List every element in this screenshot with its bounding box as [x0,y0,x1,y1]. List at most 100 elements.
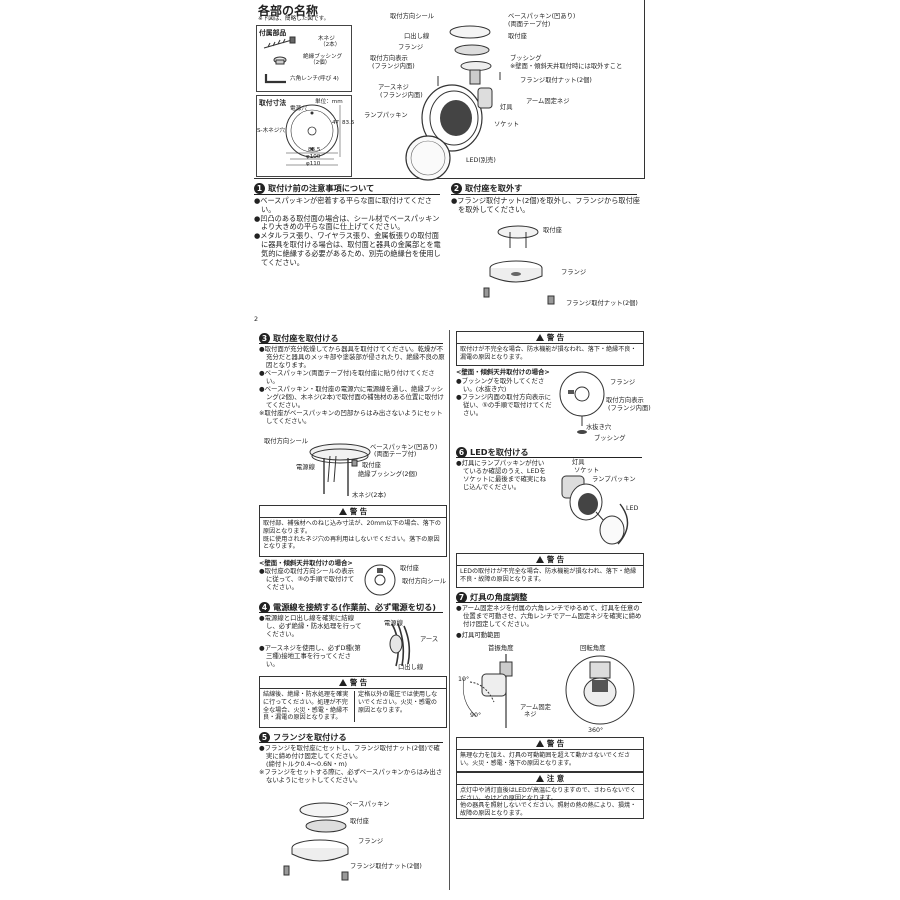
warning-triangle-icon [535,334,544,341]
dims-47: 47 [332,120,340,126]
s6-label-led: LED [626,505,639,512]
s7-arm-label-1: アーム固定 [520,704,551,711]
dims-phi100: φ100 [306,154,321,160]
label-direction-seal: 取付方向シール [390,13,435,20]
s7-rule [456,602,642,604]
s5-item-1: ●フランジを取付座にセットし、フランジ取付ナット(2個)で確実に締め付け固定して… [259,744,440,760]
s7-angle-90: 90° [470,712,482,719]
s7-warning-box: 警 告 無理な力を加え、灯具の可動範囲を超えて動かさないでください。火災・感電・… [456,737,644,772]
s2-drawing [483,225,555,305]
s7-caution-title: 注 意 [546,774,565,783]
s4-warning-left: 結線後、絶縁・防水処理を確実に行ってください。処理が不完全な場合、火災・感電・絶… [263,691,355,723]
s2-label-base: 取付座 [543,227,562,234]
parts-panel [254,0,645,179]
r1-wall-title: <壁面・傾斜天井取付けの場合> [456,368,550,376]
label-direction-mark: 取付方向表示 [370,55,408,62]
s6-warning-title: 警 告 [546,555,565,564]
s4-heading: 4 電源線を接続する(作業前、必ず電源を切る) [259,601,436,613]
s2-title: 取付座を取外す [465,183,523,193]
r1-label-mark: 取付方向表示 [606,397,644,404]
s3-body: ●取付面が充分乾燥してから器具を取付けてください。乾燥が不充分だと器具のメッキ部… [259,345,446,425]
s3-wall-label-base: 取付座 [400,565,419,572]
hex-wrench-icon [264,74,286,84]
s5-heading: 5 フランジを取付ける [259,731,347,743]
s3-label-power: 電源線 [296,464,315,471]
s7-item-1: ●アーム固定ネジを付属の六角レンチでゆるめて、灯具を任意の位置まで可動させ、六角… [456,604,642,628]
label-flange-nut: フランジ取付ナット(2個) [520,77,592,84]
label-flange: フランジ [398,44,424,51]
s4-body: ●電源線と口出し線を確実に結線し、必ず絶縁・防水処理を行ってください。 ●アース… [259,614,363,668]
r1-wall-item-1: ●ブッシングを取外してください。(水抜き穴) [456,377,545,393]
s7-rotate-label: 回転角度 [580,644,606,652]
s1-item-2: ●凹凸のある取付面の場合は、シール材でベースパッキンより大きめの平らな面に仕上げ… [254,213,440,232]
s2-label-nut: フランジ取付ナット(2個) [566,300,638,307]
s3-num: 3 [259,332,270,344]
s2-num: 2 [451,182,462,194]
s7-angle-360: 360° [588,727,604,734]
wood-screw-icon [263,36,296,49]
dims-screw-hole: S-木ネジ穴 [257,128,285,134]
r1-warning-body: 取付けが不完全な場合、防水機能が損なわれ、落下・絶縁不良・漏電の原因となります。 [460,346,637,361]
accessories-title: 付属部品 [259,29,287,37]
label-mount-base: 取付座 [508,33,527,40]
s3-drawing [309,443,371,496]
s6-drawing [561,475,629,545]
parts-note: ※下図は、簡略した図です。 [258,16,330,22]
label-earth-screw-inner: (フランジ内面) [380,92,423,99]
s4-num: 4 [259,601,270,613]
s2-rule [451,194,637,196]
s5-label-base: 取付座 [350,818,369,825]
s3-warning-body: 取付部、補強材へのねじ込み寸法が、20mm以下の場合、落下の原因となります。 既… [260,518,446,553]
s7-body: ●アーム固定ネジを付属の六角レンチでゆるめて、灯具を任意の位置まで可動させ、六角… [456,604,644,639]
s7-warning-title: 警 告 [546,739,565,748]
r1-label-drain: 水抜き穴 [586,424,612,431]
acc-screw-label: 木ネジ [318,36,335,42]
label-socket: ソケット [494,121,520,128]
s3-label-base: 取付座 [362,462,381,469]
warning-triangle-icon [338,508,347,515]
s3-rule [259,343,443,345]
dims-box [256,95,352,177]
s4-label-power: 電源線 [384,620,403,627]
r1-warning-bar: 警 告 [457,332,643,344]
dims-835-h: 83.5 [308,147,321,153]
s3-item-1: ●取付面が充分乾燥してから器具を取付けてください。乾燥が不充分だと器具のメッキ部… [259,345,445,369]
exploded-view-drawing [405,25,501,181]
s6-warning-body: LEDの取付けが不完全な場合、防水機能が損なわれ、落下・絶縁不良・故障の原因とな… [460,568,637,583]
s7-caution-body-2: 他の器具を照射しないでください。照射の熱の熱により、損焼・故障の原因となります。 [460,802,637,817]
label-lamp-packing: ランプパッキン [364,112,408,119]
s3-item-3: ●ベースパッキン・取付座の電源穴に電源線を通し、絶縁ブッシング(2個)、木ネジ(… [259,385,444,409]
s3-wall-drawing [364,564,396,596]
s4-label-earth: アース [420,636,439,643]
s6-heading: 6 LEDを取付ける [456,446,529,458]
label-lead-wire: 口出し線 [404,33,430,40]
label-bushing-note: ※壁面・傾斜天井取付時には取外すこと [510,63,623,70]
s6-warning-bar: 警 告 [457,554,643,566]
s4-rule [259,612,443,614]
s2-heading: 2 取付座を取外す [451,182,522,194]
label-arm-screw: アーム固定ネジ [526,98,570,105]
s4-label-lead: 口出し線 [398,664,424,671]
s3-wall-body: ●取付座の取付方向シールの表示に従って、③の手順で取付けてください。 [259,567,359,591]
s3-warning-1: 取付部、補強材へのねじ込み寸法が、20mm以下の場合、落下の原因となります。 [263,520,441,535]
r1-wall-item-2: ●フランジ内面の取付方向表示に従い、⑤の手順で取付けてください。 [456,393,552,417]
s4-title: 電源線を接続する(作業前、必ず電源を切る) [273,602,437,612]
s7-caution-body-1: 点灯中や消灯直後はLEDが高温になりますので、さわらないでください。やけどの原因… [460,787,637,802]
label-led: LED(別売) [466,157,496,164]
s7-angle-10: 10° [458,676,470,683]
s6-warning-box: 警 告 LEDの取付けが不完全な場合、防水機能が損なわれ、落下・絶縁不良・故障の… [456,553,644,588]
s3-warning-bar: 警 告 [260,506,446,518]
s4-drawing [389,623,411,667]
s3-warning-2: 既に使用されたネジ穴の再利用はしないでください。落下の原因となります。 [263,535,440,551]
s1-title: 取付け前の注意事項について [268,183,375,193]
s4-warning-box: 警 告 結線後、絶縁・防水処理を確実に行ってください。処理が不完全な場合、火災・… [259,676,447,728]
s1-body: ●ベースパッキンが密着する平らな面に取付けてください。 ●凹凸のある取付面の場合… [254,196,444,267]
dims-drawing [285,104,341,166]
s6-num: 6 [456,446,467,458]
warning-triangle-icon [535,740,544,747]
s3-item-4: ※取付座がベースパッキンの凹部からはみ出さないようにセットしてください。 [259,409,443,425]
bushing-icon [273,56,287,65]
s7-caution-box-2: 他の器具を照射しないでください。照射の熱の熱により、損焼・故障の原因となります。 [456,799,644,819]
accessories-drawing [263,36,296,84]
r1-warning-title: 警 告 [546,333,565,342]
